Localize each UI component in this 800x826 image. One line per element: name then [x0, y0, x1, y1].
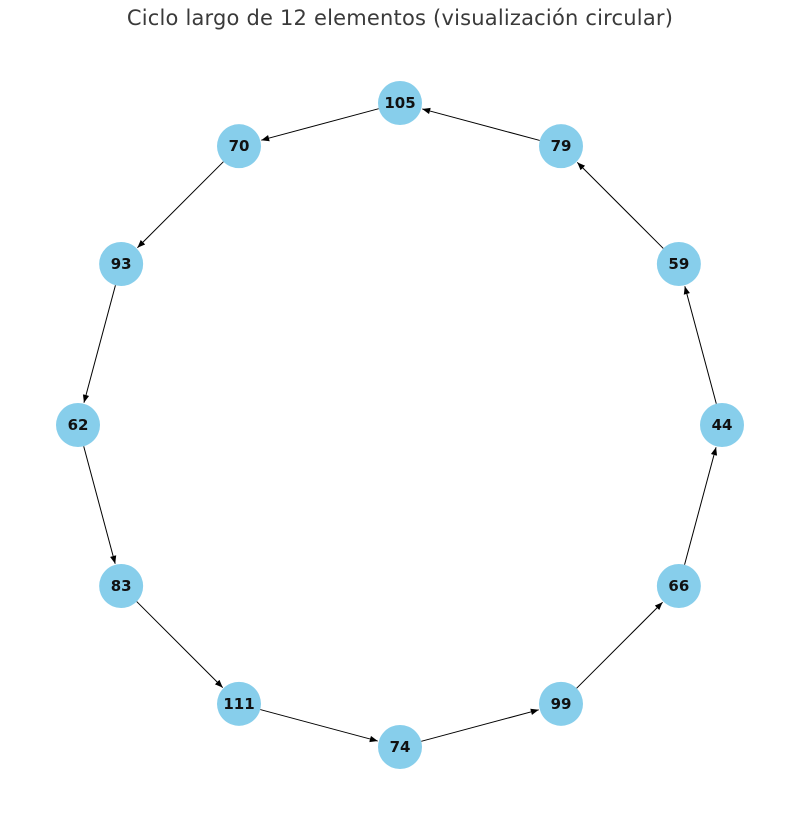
- node-59: 59: [656, 242, 701, 286]
- node-44: 44: [700, 403, 744, 447]
- edge-70-to-93: [137, 161, 224, 249]
- edge-62-to-83: [83, 446, 117, 564]
- node-circle: [56, 403, 100, 447]
- edge-105-to-70: [261, 108, 379, 142]
- node-label: 79: [551, 137, 572, 155]
- node-circle: [539, 681, 583, 726]
- node-label: 105: [384, 94, 415, 112]
- node-99: 99: [539, 681, 583, 726]
- node-circle: [656, 242, 701, 286]
- node-79: 79: [539, 124, 583, 169]
- edge-83-to-111: [136, 601, 224, 688]
- node-74: 74: [378, 725, 422, 769]
- edge-99-to-66: [576, 601, 663, 689]
- nodes-layer: 44 59 79 105 70 93 62 83 111 74 99 66: [56, 81, 744, 769]
- node-circle: [217, 681, 261, 726]
- node-circle: [99, 242, 144, 286]
- node-circle: [217, 124, 261, 169]
- node-label: 44: [712, 416, 733, 434]
- node-111: 111: [217, 681, 261, 726]
- node-93: 93: [99, 242, 144, 286]
- edge-44-to-59: [683, 286, 717, 404]
- node-70: 70: [217, 124, 261, 169]
- node-circle: [378, 725, 422, 769]
- node-circle: [539, 124, 583, 169]
- node-66: 66: [656, 564, 701, 608]
- edge-66-to-44: [684, 447, 718, 565]
- edges-layer: [82, 107, 718, 743]
- node-circle: [656, 564, 701, 608]
- edge-93-to-62: [82, 285, 116, 403]
- node-label: 66: [668, 577, 689, 595]
- edge-59-to-79: [576, 162, 664, 249]
- node-105: 105: [378, 81, 422, 125]
- edge-111-to-74: [260, 709, 378, 743]
- node-83: 83: [99, 564, 144, 608]
- node-circle: [378, 81, 422, 125]
- edge-74-to-99: [421, 708, 539, 742]
- edge-79-to-105: [422, 107, 540, 141]
- node-62: 62: [56, 403, 100, 447]
- node-label: 62: [68, 416, 89, 434]
- node-label: 70: [229, 137, 250, 155]
- node-label: 83: [111, 577, 132, 595]
- node-label: 111: [223, 695, 254, 713]
- node-label: 59: [668, 255, 689, 273]
- node-label: 93: [111, 255, 132, 273]
- node-circle: [700, 403, 744, 447]
- node-label: 74: [390, 738, 411, 756]
- diagram-title: Ciclo largo de 12 elementos (visualizaci…: [126, 6, 674, 30]
- node-label: 99: [551, 695, 572, 713]
- node-circle: [99, 564, 144, 608]
